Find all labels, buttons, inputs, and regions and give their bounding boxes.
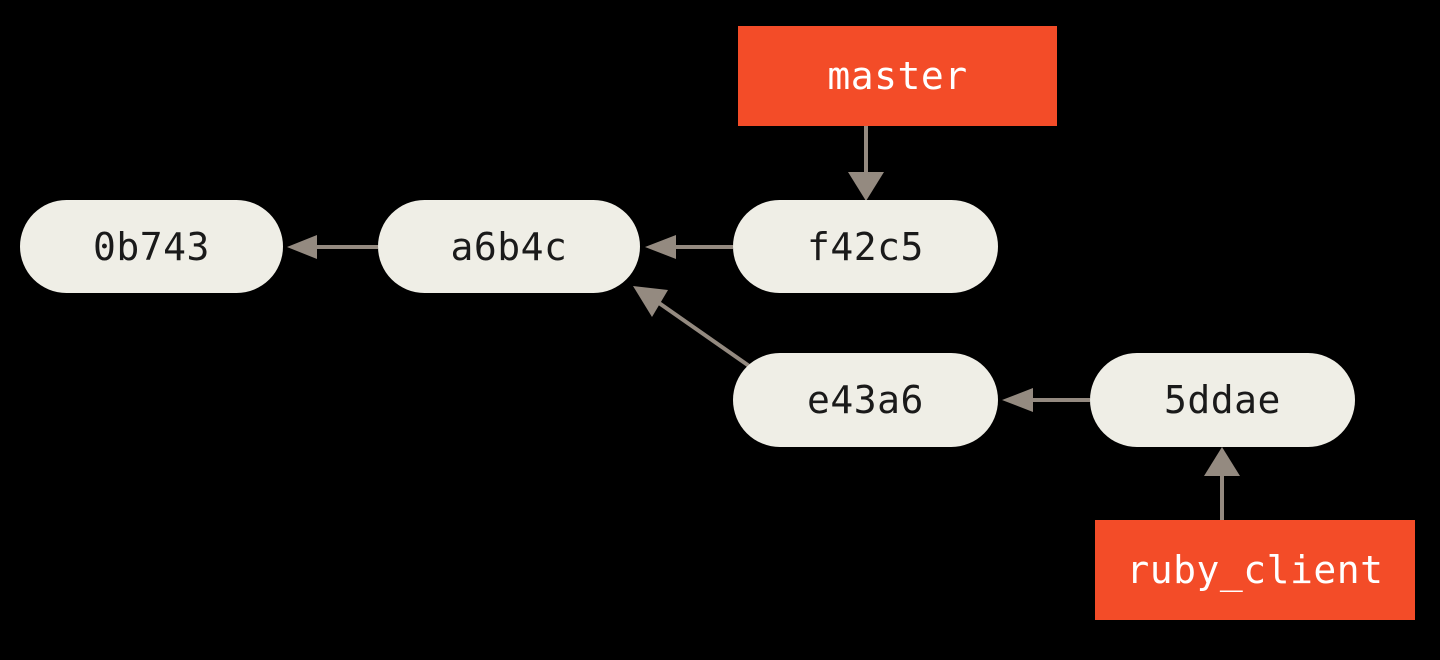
commit-node-a6b4c[interactable]: a6b4c: [378, 200, 640, 293]
commit-node-e43a6[interactable]: e43a6: [733, 353, 998, 447]
edge-ruby-client-to-5ddae: [1204, 447, 1240, 520]
commit-node-f42c5-label: f42c5: [807, 224, 924, 269]
branch-label-master[interactable]: master: [738, 26, 1057, 126]
edge-e43a6-to-a6b4c: [633, 286, 754, 370]
edge-a6b4c-to-0b743: [287, 235, 378, 259]
edge-f42c5-to-a6b4c: [645, 235, 733, 259]
branch-label-master-text: master: [827, 54, 968, 98]
edge-5ddae-to-e43a6: [1002, 388, 1090, 412]
commit-node-0b743-label: 0b743: [93, 224, 210, 269]
commit-node-a6b4c-label: a6b4c: [450, 224, 568, 269]
commit-node-5ddae[interactable]: 5ddae: [1090, 353, 1355, 447]
commit-node-0b743[interactable]: 0b743: [20, 200, 283, 293]
branch-label-ruby-client-text: ruby_client: [1126, 548, 1384, 592]
commit-node-e43a6-label: e43a6: [807, 378, 924, 422]
commit-node-f42c5[interactable]: f42c5: [733, 200, 998, 293]
edge-master-to-f42c5: [848, 126, 884, 201]
commit-node-5ddae-label: 5ddae: [1164, 378, 1281, 422]
branch-label-ruby-client[interactable]: ruby_client: [1095, 520, 1415, 620]
